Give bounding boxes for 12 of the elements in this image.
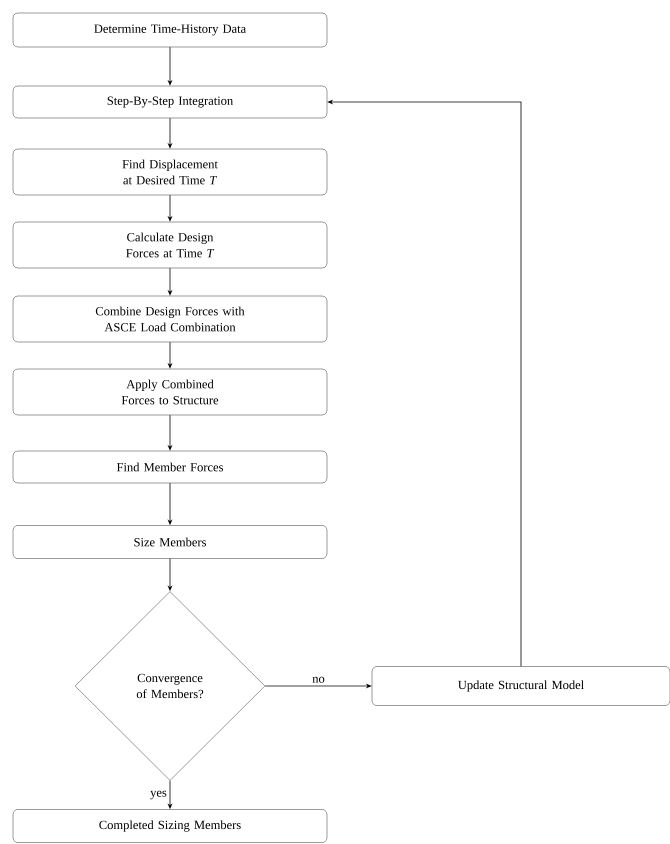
process-box: Determine Time-History Data — [12, 12, 328, 48]
process-box: Apply Combined Forces to Structure — [12, 368, 328, 416]
process-box: Step-By-Step Integration — [12, 86, 328, 118]
process-box: Find Displacement at Desired Time T — [12, 148, 328, 196]
process-box: Size Members — [12, 525, 328, 559]
process-box: Combine Design Forces with ASCE Load Combination — [12, 296, 328, 342]
process-box: Completed Sizing Members — [12, 809, 328, 843]
edge-label: no — [312, 676, 324, 683]
process-box: Calculate Design Forces at Time T — [12, 222, 328, 268]
process-box: Update Structural Model — [372, 666, 670, 706]
edge-label: yes — [150, 790, 166, 800]
process-box: Find Member Forces — [12, 450, 328, 484]
